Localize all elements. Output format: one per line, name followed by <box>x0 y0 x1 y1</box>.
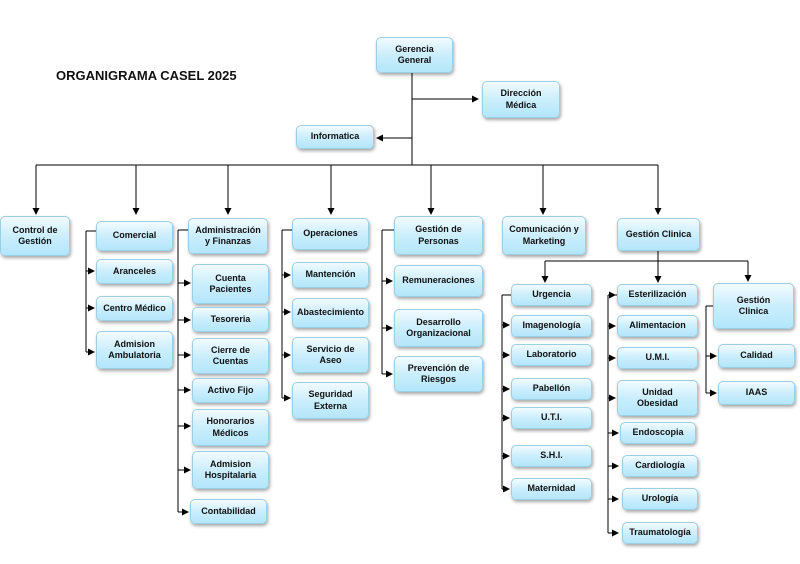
node-seguridad: Seguridad Externa <box>292 382 369 419</box>
node-comercial: Comercial <box>96 221 173 251</box>
node-iaas: IAAS <box>718 381 795 405</box>
node-servicio-aseo: Servicio de Aseo <box>292 337 369 373</box>
node-operaciones: Operaciones <box>292 218 369 250</box>
node-prevencion: Prevención de Riesgos <box>394 356 483 392</box>
node-abastecimiento: Abastecimiento <box>292 298 369 328</box>
node-alimentacion: Alimentacion <box>617 315 698 337</box>
node-unidad-obesidad: Unidad Obesidad <box>617 380 698 416</box>
node-centro-medico: Centro Médico <box>96 296 173 321</box>
node-umi: U.M.I. <box>617 347 698 369</box>
chart-title: ORGANIGRAMA CASEL 2025 <box>56 68 237 83</box>
node-aranceles: Aranceles <box>96 259 173 284</box>
node-desarrollo: Desarrollo Organizacional <box>394 309 483 347</box>
node-urologia: Urología <box>622 488 698 510</box>
node-cardiologia: Cardiología <box>622 455 698 477</box>
node-pabellon: Pabellón <box>511 378 592 400</box>
node-esterilizacion: Esterilización <box>617 284 698 306</box>
node-maternidad: Maternidad <box>511 478 592 500</box>
node-uti: U.T.I. <box>511 407 592 429</box>
node-urgencia: Urgencia <box>511 284 592 306</box>
node-calidad: Calidad <box>718 344 795 368</box>
node-administracion: Administración y Finanzas <box>188 218 268 254</box>
node-shi: S.H.I. <box>511 445 592 467</box>
node-comunicacion: Comunicación y Marketing <box>502 216 586 255</box>
node-remuneraciones: Remuneraciones <box>394 265 483 297</box>
node-endoscopia: Endoscopia <box>620 422 696 444</box>
node-gestion-clinica-2: Gestión Clinica <box>713 283 794 329</box>
node-admision-hospitalaria: Admision Hospitalaria <box>192 451 269 489</box>
node-gestion-personas: Gestión de Personas <box>394 216 483 255</box>
node-tesoreria: Tesoreria <box>192 307 269 332</box>
node-cuenta-pacientes: Cuenta Pacientes <box>192 264 269 304</box>
node-gestion-clinica: Gestión Clinica <box>617 218 700 251</box>
node-informatica: Informatica <box>296 125 374 149</box>
node-control-gestion: Control de Gestión <box>0 216 70 256</box>
node-honorarios: Honorarios Médicos <box>192 409 269 446</box>
node-traumatologia: Traumatología <box>622 522 698 544</box>
node-laboratorio: Laboratorio <box>511 344 592 366</box>
node-mantencion: Mantención <box>292 262 369 288</box>
node-direccion-medica: Dirección Médica <box>482 81 560 118</box>
node-cierre-cuentas: Cierre de Cuentas <box>192 338 269 374</box>
node-gerencia: Gerencia General <box>376 37 453 73</box>
node-imagenologia: Imagenología <box>511 315 592 337</box>
node-activo-fijo: Activo Fijo <box>192 378 269 403</box>
node-contabilidad: Contabilidad <box>190 499 267 524</box>
node-admision-ambulatoria: Admision Ambulatoria <box>96 331 173 369</box>
